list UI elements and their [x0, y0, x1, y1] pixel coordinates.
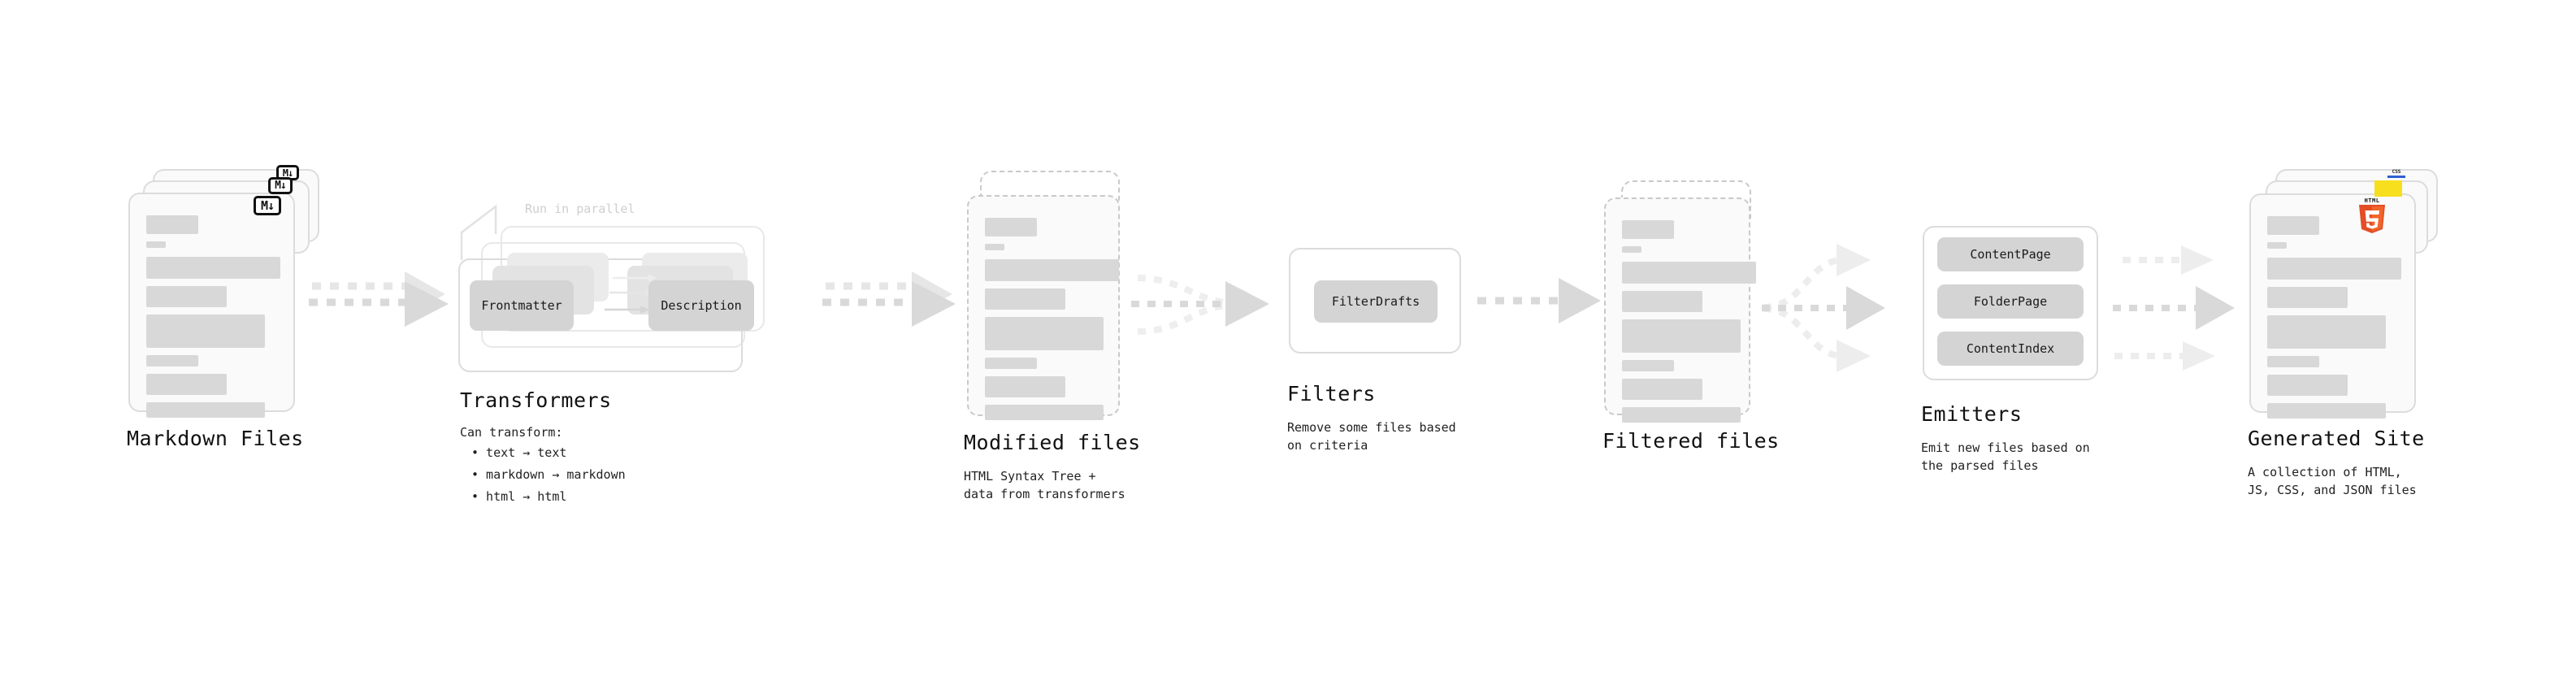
arrow-markdown-to-transformers: [309, 271, 449, 327]
arrow-filtered-to-emitters: [1762, 244, 1885, 372]
emitters-subtitle: Emit new files based on the parsed files: [1921, 440, 2090, 473]
node-frontmatter[interactable]: Frontmatter: [470, 280, 574, 331]
html5-icon: HTML: [2357, 197, 2387, 235]
transformers-bullet-3: • html → html: [471, 489, 567, 504]
node-contentpage[interactable]: ContentPage: [1937, 237, 2084, 271]
node-contentindex-label: ContentIndex: [1966, 341, 2055, 356]
node-description[interactable]: Description: [648, 280, 754, 331]
generated-site-title: Generated Site: [2248, 427, 2425, 450]
css-icon-underline: [2387, 176, 2405, 178]
emitters-title: Emitters: [1921, 402, 2023, 426]
filters-subtitle: Remove some files based on criteria: [1287, 420, 1456, 453]
filtered-card-content: [1622, 220, 1756, 430]
modified-files-title: Modified files: [964, 431, 1141, 454]
node-folderpage[interactable]: FolderPage: [1937, 284, 2084, 319]
site-card-content: [2267, 216, 2401, 426]
node-contentpage-label: ContentPage: [1970, 247, 2051, 262]
transformers-bullet-1: • text → text: [471, 445, 567, 460]
js-icon: [2374, 180, 2402, 197]
modified-card-content: [985, 218, 1119, 427]
transformers-subtitle: Can transform:: [460, 425, 563, 440]
arrow-modified-to-filters: [1131, 275, 1269, 335]
css-icon: CSS: [2387, 169, 2405, 180]
generated-site-subtitle: A collection of HTML, JS, CSS, and JSON …: [2248, 465, 2417, 497]
arrow-filters-to-filtered: [1477, 278, 1601, 323]
html5-icon-label: HTML: [2364, 197, 2380, 204]
node-contentindex[interactable]: ContentIndex: [1937, 332, 2084, 366]
filtered-card-front: [1604, 197, 1756, 423]
md-badge-text: M↓: [260, 197, 275, 213]
run-in-parallel-bracket: [460, 204, 497, 260]
md-badge-text-mid: M↓: [275, 180, 287, 192]
html5-shield: [2359, 205, 2385, 233]
node-folderpage-label: FolderPage: [1973, 294, 2048, 309]
css-icon-label: CSS: [2392, 169, 2401, 175]
transformers-bullet-2: • markdown → markdown: [471, 467, 626, 482]
markdown-icon: M↓: [254, 196, 281, 215]
modified-files-subtitle: HTML Syntax Tree + data from transformer…: [964, 469, 1125, 501]
modified-card-front: [967, 195, 1120, 420]
markdown-files-title: Markdown Files: [127, 427, 304, 450]
markdown-icon-mid: M↓: [268, 177, 293, 194]
arrow-emitters-to-site: [2113, 245, 2235, 371]
arrow-transformers-to-modified: [822, 271, 956, 327]
node-filterdrafts-label: FilterDrafts: [1331, 294, 1420, 309]
markdown-card-front: [128, 193, 295, 418]
node-description-label: Description: [661, 298, 742, 313]
transformers-title: Transformers: [460, 388, 612, 412]
markdown-card-content: [146, 215, 280, 425]
run-in-parallel-label: Run in parallel: [525, 202, 635, 216]
node-frontmatter-label: Frontmatter: [481, 298, 562, 313]
site-card-front: [2249, 193, 2416, 419]
filtered-files-title: Filtered files: [1602, 429, 1780, 453]
filters-title: Filters: [1287, 382, 1376, 406]
md-badge-text-back: M↓: [282, 167, 293, 179]
node-filterdrafts[interactable]: FilterDrafts: [1314, 280, 1438, 323]
